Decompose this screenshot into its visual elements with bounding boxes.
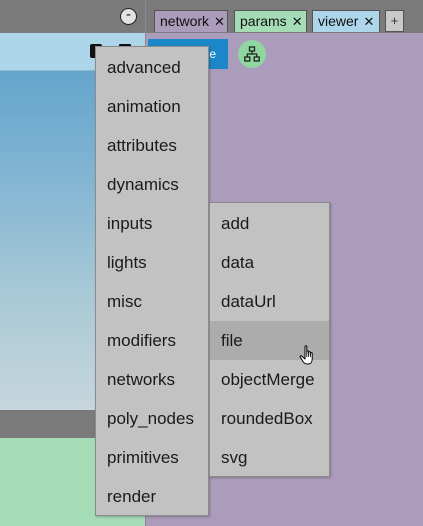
menu-item-render[interactable]: render — [107, 487, 157, 506]
close-icon[interactable]: ✕ — [291, 14, 303, 29]
tab-label: params — [240, 13, 287, 29]
menu-item-animation[interactable]: animation — [107, 97, 181, 116]
sitemap-icon — [244, 46, 260, 62]
tab-viewer[interactable]: viewer ✕ — [312, 10, 380, 32]
node-category-menu: advanced animation attributes dynamics i… — [95, 46, 209, 516]
submenu-item-objectmerge[interactable]: objectMerge — [221, 370, 315, 389]
menu-item-attributes[interactable]: attributes — [107, 136, 177, 155]
menu-item-networks[interactable]: networks — [107, 370, 176, 389]
close-icon[interactable]: ✕ — [214, 14, 225, 29]
menu-item-primitives[interactable]: primitives — [107, 448, 179, 467]
inputs-submenu: add data dataUrl file objectMerge rounde… — [209, 202, 330, 477]
close-icon[interactable]: ✕ — [363, 14, 375, 29]
add-tab-button[interactable]: + — [385, 10, 404, 32]
menu-item-misc[interactable]: misc — [107, 292, 142, 311]
collapse-button[interactable]: - — [120, 8, 137, 25]
tree-view-button[interactable] — [238, 40, 266, 68]
submenu-item-dataurl[interactable]: dataUrl — [221, 292, 276, 311]
menu-item-advanced[interactable]: advanced — [107, 58, 181, 77]
tab-network[interactable]: network ✕ — [154, 10, 228, 32]
menu-item-inputs[interactable]: inputs — [107, 214, 153, 233]
menu-item-modifiers[interactable]: modifiers — [107, 331, 176, 350]
submenu-item-data[interactable]: data — [221, 253, 255, 272]
submenu-item-svg[interactable]: svg — [221, 448, 248, 467]
hand-pointer-icon — [299, 345, 313, 365]
menu-item-poly-nodes[interactable]: poly_nodes — [107, 409, 194, 428]
menu-item-dynamics[interactable]: dynamics — [107, 175, 179, 194]
menu-item-lights[interactable]: lights — [107, 253, 147, 272]
submenu-item-roundedbox[interactable]: roundedBox — [221, 409, 313, 428]
tab-label: viewer — [318, 13, 359, 29]
tab-label: network — [160, 13, 210, 29]
submenu-item-add[interactable]: add — [221, 214, 250, 233]
tab-params[interactable]: params ✕ — [234, 10, 307, 32]
